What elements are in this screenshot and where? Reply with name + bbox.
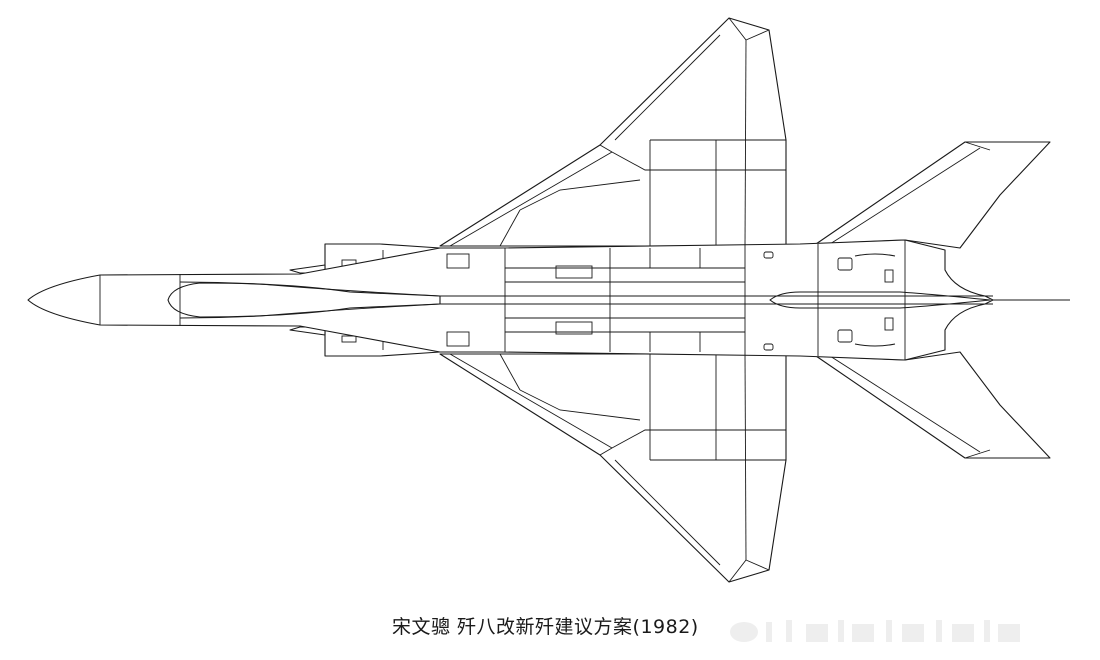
- lower-main-wing: [439, 353, 787, 583]
- lower-horizontal-stabilizer: [815, 351, 1051, 459]
- watermark-logo: [730, 620, 1020, 642]
- drawing-caption: 宋文骢 歼八改新歼建议方案(1982): [392, 616, 699, 638]
- upper-horizontal-stabilizer: [815, 141, 1051, 249]
- upper-main-wing: [439, 17, 787, 247]
- fuselage: [27, 239, 994, 361]
